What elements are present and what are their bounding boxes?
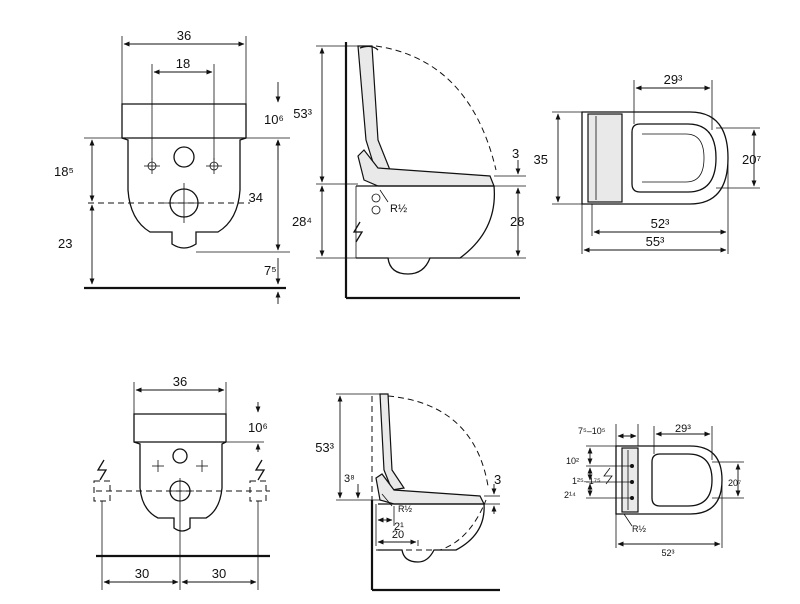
dim-seat: 29³ xyxy=(664,72,683,87)
dim-lid-height-bottom: 10⁶ xyxy=(248,420,268,435)
dim-height: 53³ xyxy=(293,106,312,121)
dim-left-30: 30 xyxy=(135,566,149,581)
dim-bowl-bottom: 20⁷ xyxy=(728,478,741,488)
dim-inlet: 28⁴ xyxy=(292,214,312,229)
dim-b: 1²⁵–1⁷⁵ xyxy=(572,476,601,486)
dim-rim-28: 28 xyxy=(510,214,524,229)
dim-outlet-34: 34 xyxy=(249,190,263,205)
dim-mount-18: 18 xyxy=(176,56,190,71)
dim-floor-23: 23 xyxy=(58,236,72,251)
connector-label-plan: R½ xyxy=(632,524,646,534)
side-view-top: 53³ 28⁴ 3 28 R½ xyxy=(292,42,526,300)
dim-width-35: 35 xyxy=(534,152,548,167)
dim-right-30: 30 xyxy=(212,566,226,581)
dim-depth-bottom: 20 xyxy=(392,529,404,541)
dim-seat-bottom: 29³ xyxy=(675,423,691,435)
front-view-bottom: 36 10⁶ 30 30 xyxy=(93,374,270,590)
dim-bowl: 20⁷ xyxy=(742,152,761,167)
dim-seat-gap-bottom: 3 xyxy=(494,472,501,487)
plan-view-top: 29³ 35 20⁷ 52³ 55³ xyxy=(534,72,761,254)
side-view-bottom: 53³ 3⁸ 3 2¹ 20 R½ xyxy=(315,393,501,592)
dim-width-36-bottom: 36 xyxy=(173,374,187,389)
dim-offset: 7⁵ xyxy=(264,263,277,278)
front-view-top: 36 18 10⁶ 18⁵ 34 23 7⁵ xyxy=(54,28,290,304)
dim-outer: 55³ xyxy=(646,234,665,249)
dim-height-bottom: 53³ xyxy=(315,440,334,455)
dim-width-36: 36 xyxy=(177,28,191,43)
connector-label: R½ xyxy=(390,203,407,215)
dim-lid-height: 10⁶ xyxy=(264,112,284,127)
dim-seat-gap: 3 xyxy=(512,146,519,161)
dim-range: 7⁵–10⁵ xyxy=(578,426,606,436)
dim-upper: 18⁵ xyxy=(54,164,74,179)
connector-label-bottom: R½ xyxy=(398,504,412,514)
plan-view-bottom: 7⁵–10⁵ 29³ 10² 1²⁵–1⁷⁵ 2¹⁴ 20⁷ 52³ R½ xyxy=(564,423,744,558)
dim-c: 2¹⁴ xyxy=(564,490,576,500)
dim-a: 10² xyxy=(566,456,579,466)
dim-inner: 52³ xyxy=(651,216,670,231)
dim-length-bottom: 52³ xyxy=(661,548,674,558)
dim-inlet-bottom: 3⁸ xyxy=(344,473,355,485)
dim-offset-bottom: 2¹ xyxy=(394,521,404,533)
